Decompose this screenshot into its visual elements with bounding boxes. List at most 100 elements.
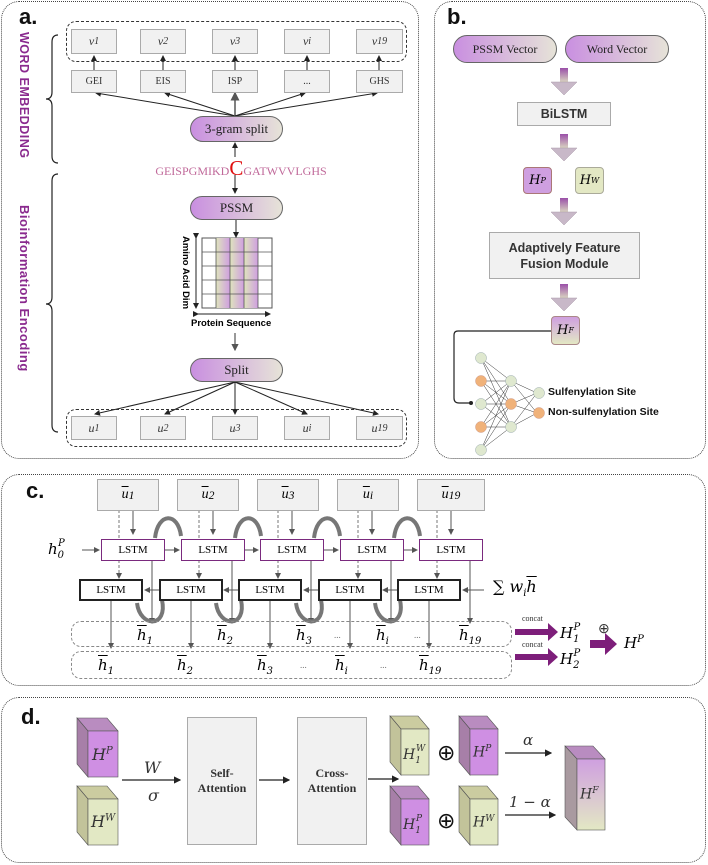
v-sub: 2 bbox=[163, 36, 169, 47]
u-sub: i bbox=[369, 488, 374, 502]
h-sub: 19 bbox=[428, 666, 442, 677]
h-base: h bbox=[217, 626, 227, 644]
sum-h: h bbox=[526, 577, 537, 596]
h1-base: H bbox=[560, 624, 574, 642]
word-embedding-label: WORD EMBEDDING bbox=[17, 32, 31, 159]
sigma-label: σ bbox=[148, 786, 159, 805]
sequence-right: GATWVVLGHS bbox=[243, 164, 327, 178]
panel-d-label: d. bbox=[21, 704, 41, 729]
hw-sup: W bbox=[485, 814, 495, 824]
pssm-matrix-grid bbox=[193, 233, 273, 317]
h1p-sup: P bbox=[415, 814, 423, 824]
h-sub: 1 bbox=[146, 636, 154, 647]
h1p-output: H1P bbox=[560, 622, 580, 645]
backward-lstm-cell: LSTM bbox=[238, 579, 302, 601]
hw-base: H bbox=[579, 173, 592, 188]
sum-sub: i bbox=[523, 588, 527, 600]
hp-cube-2 bbox=[458, 715, 499, 776]
h0-base: h bbox=[48, 540, 58, 558]
concat-label-2: concat bbox=[522, 640, 543, 649]
h1-sup: P bbox=[573, 622, 581, 633]
hp-base: H bbox=[473, 744, 486, 761]
three-gram-split-node: 3-gram split bbox=[190, 116, 283, 142]
hp-label-2: HP bbox=[473, 744, 491, 761]
down-arrow-icon bbox=[550, 68, 578, 96]
down-arrow-icon bbox=[550, 134, 578, 162]
forward-lstm-cell: LSTM bbox=[419, 539, 483, 561]
fusion-line-2: Fusion Module bbox=[520, 256, 609, 271]
h-base: h bbox=[257, 656, 267, 674]
pssm-vector-node: PSSM Vector bbox=[453, 35, 557, 63]
v-sub: 1 bbox=[94, 36, 100, 47]
initial-hidden-state: h0P bbox=[48, 538, 65, 561]
hp-cube bbox=[76, 717, 119, 778]
ellipsis: ... bbox=[380, 660, 387, 670]
u-sub: 1 bbox=[128, 488, 135, 502]
u-sub: i bbox=[308, 422, 312, 434]
h1p-cube bbox=[389, 785, 430, 846]
sequence-target-residue: C bbox=[229, 156, 244, 180]
panel-b-label: b. bbox=[447, 4, 467, 29]
hw-label-2: HW bbox=[473, 814, 494, 831]
backward-state: h3 bbox=[257, 656, 273, 677]
u-base: u bbox=[229, 420, 236, 435]
u-sub: 2 bbox=[163, 422, 169, 434]
v-base: v bbox=[302, 34, 309, 48]
u-base: u bbox=[121, 487, 129, 502]
h-base: h bbox=[335, 656, 345, 674]
forward-state: h1 bbox=[137, 626, 153, 647]
panel-a-label: a. bbox=[19, 4, 38, 29]
h1w-label: H1W bbox=[403, 744, 425, 766]
h-sub: 3 bbox=[266, 666, 274, 677]
backward-state: h2 bbox=[177, 656, 193, 677]
hw-sup: W bbox=[104, 812, 116, 824]
hp-sup: P bbox=[637, 634, 644, 645]
u-sub: 19 bbox=[448, 488, 461, 502]
forward-state: hi bbox=[376, 626, 389, 647]
u-base: u bbox=[441, 487, 449, 502]
panel-d bbox=[1, 697, 706, 863]
hw-label: HW bbox=[91, 812, 115, 831]
self-attention-line-1: Self- bbox=[210, 766, 234, 780]
sequence-left: GEISPGMIKD bbox=[155, 164, 230, 178]
cross-attention-line-1: Cross- bbox=[315, 766, 349, 780]
fusion-module-node: Adaptively Feature Fusion Module bbox=[489, 232, 640, 279]
v-sub: i bbox=[308, 36, 312, 47]
h2-sub: 2 bbox=[573, 660, 580, 671]
hf-sup: F bbox=[592, 786, 599, 796]
hf-base: H bbox=[580, 786, 593, 803]
hp-base: H bbox=[624, 634, 638, 652]
u-sub: 3 bbox=[235, 422, 241, 434]
u-base: u bbox=[157, 420, 164, 435]
panel-c bbox=[1, 474, 706, 686]
hw-base: H bbox=[473, 814, 486, 831]
u-base: u bbox=[88, 420, 95, 435]
oplus-icon: ⊕ bbox=[437, 808, 456, 833]
trigram-box: GHS bbox=[356, 70, 403, 93]
v-sub: 3 bbox=[235, 36, 241, 47]
hw-cube-2 bbox=[458, 785, 499, 846]
forward-state: h19 bbox=[459, 626, 481, 647]
h-sub: i bbox=[385, 636, 389, 647]
word-vector-node: Word Vector bbox=[565, 35, 669, 63]
v-base: v bbox=[88, 34, 95, 48]
sulfenylation-site-label: Sulfenylation Site bbox=[548, 386, 637, 398]
ellipsis: ... bbox=[414, 630, 421, 640]
forward-lstm-cell: LSTM bbox=[340, 539, 404, 561]
ellipsis: ... bbox=[300, 660, 307, 670]
hf-cube bbox=[564, 745, 606, 831]
u-sub: 2 bbox=[208, 488, 215, 502]
h0-sup: P bbox=[58, 538, 65, 549]
v-sub: 19 bbox=[377, 36, 388, 47]
fusion-line-1: Adaptively Feature bbox=[508, 240, 621, 255]
backward-lstm-cell: LSTM bbox=[79, 579, 143, 601]
h1p-sub: 1 bbox=[415, 825, 421, 836]
backward-state: h1 bbox=[98, 656, 114, 677]
concat-label-1: concat bbox=[522, 614, 543, 623]
